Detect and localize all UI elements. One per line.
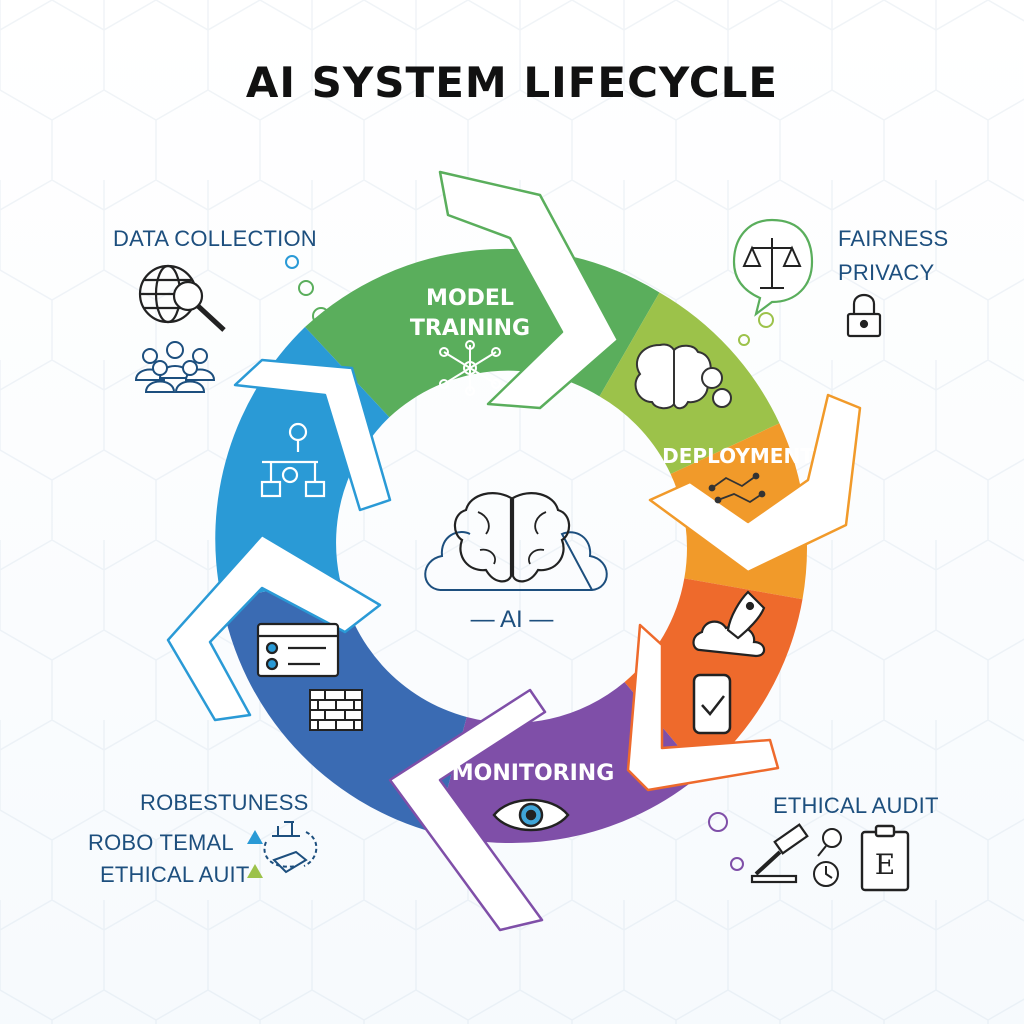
monitoring-label: MONITORING	[452, 761, 615, 786]
mobile-check-icon	[692, 673, 732, 735]
brain-gears-icon	[634, 343, 732, 410]
globe-search-icon	[138, 264, 226, 332]
chevron-arrows	[166, 170, 862, 932]
center-ai-label: — AI —	[470, 606, 554, 633]
chevron-arrow-bottom	[388, 688, 547, 932]
data-collection-label: DATA COLLECTION	[113, 226, 317, 251]
model-training-label-line1: MODEL	[426, 286, 514, 311]
lock-icon	[846, 293, 882, 338]
robo-temal-label: ROBO TEMAL	[88, 830, 234, 855]
robustness-label: ROBESTUNESS	[140, 790, 309, 815]
clock-icon	[813, 861, 839, 887]
decor-bubbles-bottom-right	[708, 812, 744, 871]
decor-bubbles-top-left	[285, 255, 330, 325]
page-title: AI SYSTEM LIFECYCLE	[245, 58, 779, 107]
neural-network-icon	[439, 340, 501, 396]
chevron-arrow-bottom-right	[626, 623, 780, 792]
magnifier-icon	[817, 828, 842, 857]
privacy-label: PRIVACY	[838, 260, 935, 285]
browser-window-icon	[256, 622, 340, 678]
scales-icon	[732, 218, 814, 317]
triangle-icon	[247, 830, 263, 878]
chevron-arrow-left	[166, 533, 382, 722]
fairness-label: FAIRNESS	[838, 226, 949, 251]
chevron-arrow-top	[438, 170, 620, 410]
brain-cloud-icon	[424, 492, 608, 592]
robotics-glyphs-icon	[263, 821, 318, 874]
eye-icon	[492, 798, 570, 832]
decor-bubbles-top-right	[738, 312, 774, 346]
chevron-arrow-upper-left	[233, 358, 392, 512]
people-group-icon	[134, 341, 216, 393]
ethical-auit-label: ETHICAL AUIT	[100, 862, 250, 887]
clipboard-icon: E	[860, 824, 910, 892]
gavel-icon	[750, 823, 809, 884]
deployment-label: DEPLOYMENT	[662, 444, 814, 468]
chevron-arrow-right	[648, 393, 862, 574]
flowchart-icon	[260, 422, 326, 498]
svg-text:E: E	[875, 848, 895, 881]
brick-wall-icon	[309, 689, 363, 731]
model-training-label-line2: TRAINING	[410, 316, 530, 341]
rocket-cloud-icon	[692, 590, 766, 658]
circuit-icon	[708, 472, 766, 504]
ethical-audit-label: ETHICAL AUDIT	[773, 793, 939, 818]
